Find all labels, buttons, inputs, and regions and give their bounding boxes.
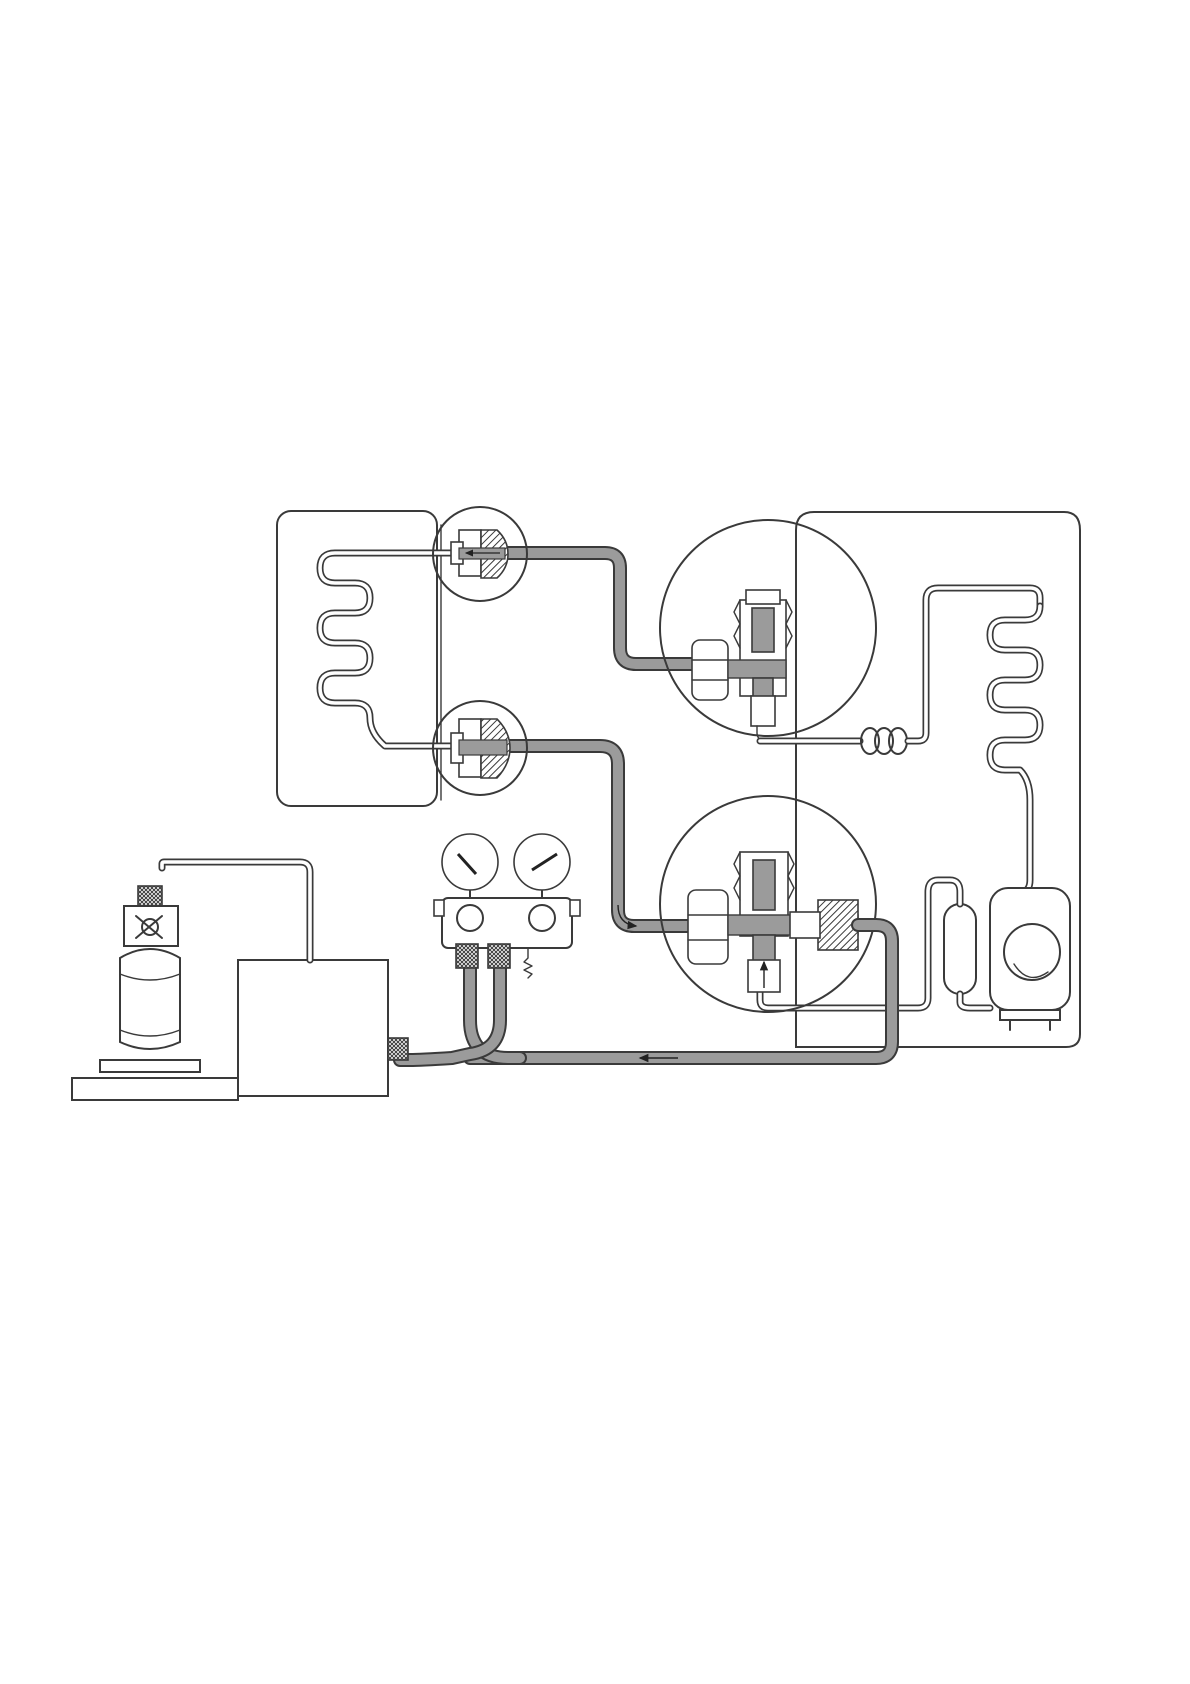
refrigerant-cylinder — [120, 886, 180, 1049]
flare-joint-lower — [433, 701, 527, 795]
charging-scale — [72, 1060, 238, 1100]
compressor — [990, 888, 1070, 1030]
low-pressure-gauge — [442, 834, 498, 898]
manifold-hoses — [400, 960, 520, 1060]
gas-service-valve — [660, 796, 876, 1012]
high-pressure-gauge — [514, 834, 570, 898]
manifold-gauge-set — [434, 834, 580, 978]
flare-joint-upper — [433, 507, 527, 601]
